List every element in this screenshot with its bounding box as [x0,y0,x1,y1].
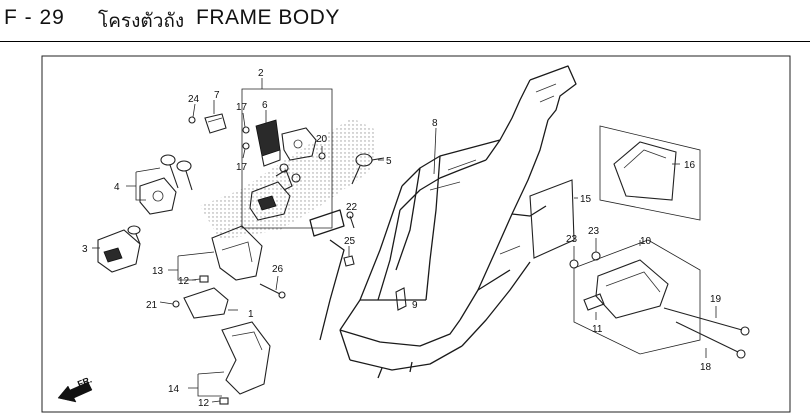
part-clip-7 [204,100,227,134]
callout-14: 14 [168,384,180,395]
callout-19: 19 [710,294,722,305]
part-key-5 [351,153,385,185]
part-screw-24 [188,103,196,124]
callout-17a: 17 [236,102,248,113]
part-screw-22 [346,211,355,229]
part-screw-17b [242,142,250,159]
callout-12b: 12 [198,398,210,409]
part-cover-plate [281,127,317,161]
part-bolt-21 [159,300,180,308]
callout-13: 13 [152,266,164,277]
part-rubber-11 [583,293,605,320]
header-rule [0,41,810,42]
part-nut-25 [343,246,355,267]
part-bracket-9 [395,287,407,311]
part-bracket-10 [595,259,669,319]
page-header: F - 29 โครงตัวถัง FRAME BODY [0,0,810,40]
callout-21: 21 [146,300,158,311]
part-panel-15 [529,179,578,259]
callout-17b: 17 [236,162,248,173]
front-direction-arrow-icon: FR. [57,375,93,403]
callout-11: 11 [592,324,603,335]
section-title-thai: โครงตัวถัง [98,11,185,32]
part-nut-12b [211,397,229,405]
part-main-frame-8 [309,65,577,379]
callout-24: 24 [188,94,200,105]
section-title: FRAME BODY [196,6,340,29]
callout-5: 5 [386,156,392,167]
part-lock-module-6 [255,110,281,167]
callout-4: 4 [114,182,120,193]
callout-1: 1 [248,309,254,320]
callout-2: 2 [258,68,264,79]
part-bolt-19 [663,306,750,336]
diagram-border [41,55,791,413]
callout-15: 15 [580,194,592,205]
part-nut-12a [191,275,209,283]
group-bracket-2 [241,78,333,229]
part-nut-23b [591,238,601,261]
callout-8: 8 [432,118,438,129]
callout-7: 7 [214,90,220,101]
callout-18: 18 [700,362,712,373]
part-bolt-26 [259,275,286,299]
callout-23a: 23 [566,234,578,245]
part-ignition-3 [92,225,141,273]
dotted-reference-area [200,118,376,240]
part-main-lock [249,163,301,221]
callout-23b: 23 [588,226,600,237]
callout-22: 22 [346,202,358,213]
part-screw-20 [318,146,326,160]
part-bolt-18 [675,321,746,359]
callout-12a: 12 [178,276,190,287]
callout-20: 20 [316,134,328,145]
part-10-detail-box [573,239,701,355]
part-bracket-14 [188,321,271,397]
callout-6: 6 [262,100,268,111]
callout-10: 10 [640,236,652,247]
part-plate-1 [183,287,238,319]
part-nut-23a [569,246,579,269]
part-screw-17a [242,112,250,134]
part-key-set-4 [126,154,193,215]
callout-9: 9 [412,300,418,311]
section-code: F - 29 [4,6,65,29]
part-cover-16 [613,141,680,201]
callout-25: 25 [344,236,356,247]
callout-16: 16 [684,160,696,171]
part-16-detail-box [599,125,701,221]
callout-26: 26 [272,264,284,275]
part-bracket-13 [168,225,263,281]
callout-3: 3 [82,244,88,255]
callout-labels: 1 2 3 4 5 6 7 8 9 10 11 12 12 13 14 15 1… [82,68,722,409]
